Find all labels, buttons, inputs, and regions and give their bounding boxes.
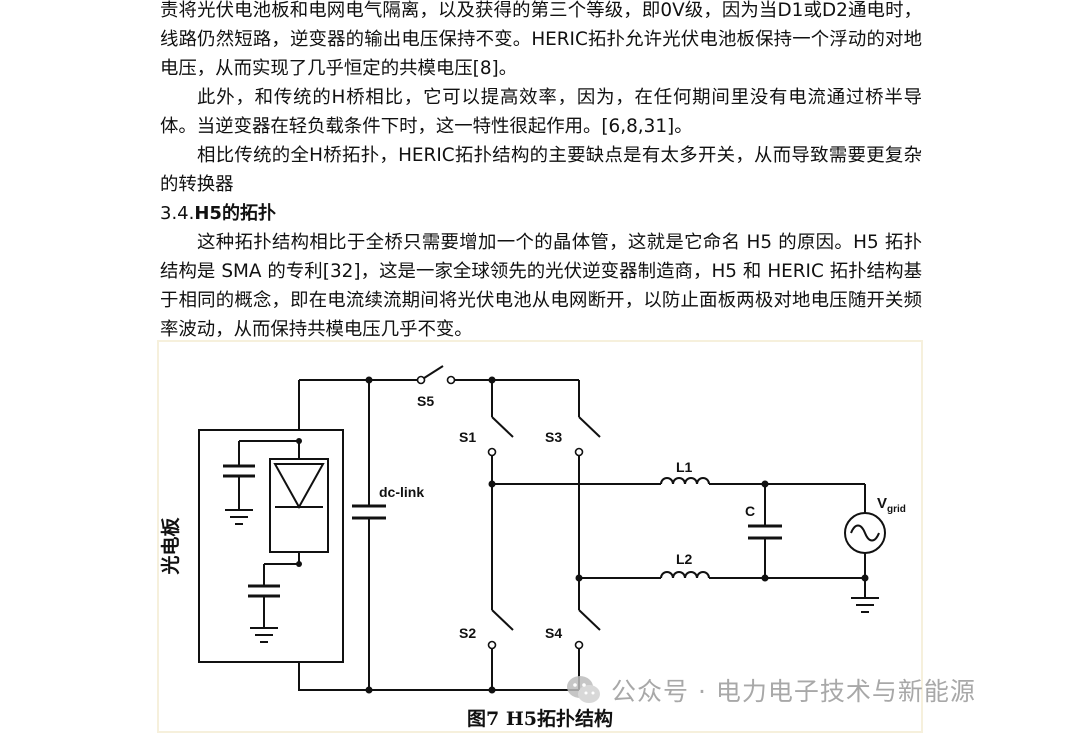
label-l2: L2 [676,551,693,567]
figure-caption: 图7 H5拓扑结构 [466,708,613,730]
text-block-top: 责将光伏电池板和电网电气隔离，以及获得的第三个等级，即0V级，因为当D1或D2通… [160,0,922,344]
label-s5: S5 [417,393,434,409]
inductor-l2 [660,571,710,579]
watermark-text: 公众号 · 电力电子技术与新能源 [611,677,976,706]
label-s4: S4 [545,625,562,641]
inductor-l1 [660,477,710,485]
label-l1: L1 [676,459,693,475]
label-vgrid-sub: grid [887,504,906,515]
s5-switch [420,365,444,381]
watermark: 公众号 · 电力电子技术与新能源 [565,672,976,708]
label-c: C [745,503,755,519]
wechat-icon [565,673,601,707]
paragraph-4: 这种拓扑结构相比于全桥只需要增加一个的晶体管，这就是它命名 H5 的原因。H5 … [160,232,922,340]
s2-switch [491,609,514,631]
s4-switch [578,609,601,631]
paragraph-1: 责将光伏电池板和电网电气隔离，以及获得的第三个等级，即0V级，因为当D1或D2通… [160,0,922,79]
h5-topology-figure: S5 S1 S3 S2 S4 dc-link L1 L2 C Vgrid 光电板… [157,340,923,733]
label-vgrid-main: V [877,495,887,512]
s1-switch [491,416,514,438]
paragraph-3: 相比传统的全H桥拓扑，HERIC拓扑结构的主要缺点是有太多开关，从而导致需要更复… [160,145,922,195]
label-panel: 光电板 [159,517,182,576]
label-vgrid: Vgrid [877,495,906,515]
paragraph-2: 此外，和传统的H桥相比，它可以提高效率，因为，在任何期间里没有电流通过桥半导体。… [160,87,922,137]
h5-circuit-diagram: S5 S1 S3 S2 S4 dc-link L1 L2 C Vgrid 光电板 [159,365,906,694]
section-number: 3.4. [160,203,195,224]
label-s2: S2 [459,625,476,641]
label-dclink: dc-link [379,484,424,500]
section-heading: 3.4.H5的拓扑 [160,199,922,228]
label-s1: S1 [459,429,476,445]
section-title: H5的拓扑 [194,203,276,224]
s3-switch [578,416,601,438]
pv-panel-box [198,429,344,663]
label-s3: S3 [545,429,562,445]
